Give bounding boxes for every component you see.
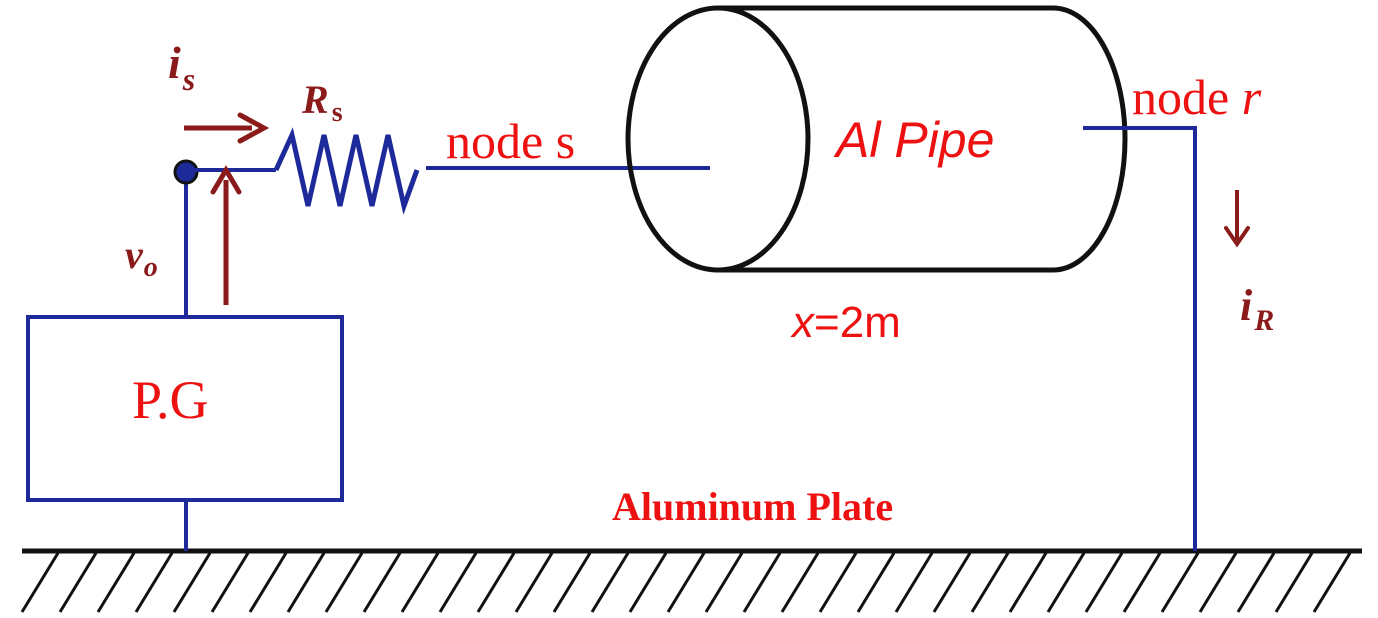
hatch-line xyxy=(628,552,668,613)
pipe-front-face xyxy=(625,5,811,273)
hatch-line xyxy=(1084,552,1124,613)
vo-arrow-head xyxy=(210,165,242,195)
label-node-r: node r xyxy=(1132,69,1262,125)
hatch-line xyxy=(514,552,554,613)
hatch-line xyxy=(438,552,478,613)
label-pipe: Al Pipe xyxy=(833,112,994,168)
resistor-rs xyxy=(273,127,420,215)
hatch-line xyxy=(286,552,326,613)
label-length: x=2m xyxy=(790,298,901,347)
hatch-line xyxy=(894,552,934,613)
is-arrow-head xyxy=(237,112,270,144)
hatch-line xyxy=(590,552,630,613)
hatch-line xyxy=(932,552,972,613)
hatch-line xyxy=(248,552,288,613)
label-ir: iR xyxy=(1240,281,1274,337)
label-aluminum-plate: Aluminum Plate xyxy=(612,484,893,529)
ir-arrow-head xyxy=(1224,226,1250,248)
hatch-line xyxy=(96,552,136,613)
label-node-s: node s xyxy=(446,113,575,169)
label-generator: P.G xyxy=(132,370,209,430)
hatch-line xyxy=(1008,552,1048,613)
hatch-line xyxy=(1198,552,1238,613)
hatch-line xyxy=(210,552,250,613)
hatch-line xyxy=(1046,552,1086,613)
hatch-line xyxy=(970,552,1010,613)
hatch-line xyxy=(704,552,744,613)
hatch-line xyxy=(818,552,858,613)
hatch-line xyxy=(1122,552,1162,613)
hatch-line xyxy=(58,552,98,613)
ground-hatching xyxy=(20,552,1352,613)
label-is: is xyxy=(168,37,195,97)
hatch-line xyxy=(1274,552,1314,613)
hatch-line xyxy=(856,552,896,613)
hatch-line xyxy=(324,552,364,613)
hatch-line xyxy=(742,552,782,613)
hatch-line xyxy=(666,552,706,613)
hatch-line xyxy=(400,552,440,613)
hatch-line xyxy=(172,552,212,613)
hatch-line xyxy=(552,552,592,613)
hatch-line xyxy=(476,552,516,613)
pipe-right-end xyxy=(1052,5,1128,273)
hatch-line xyxy=(780,552,820,613)
hatch-line xyxy=(1236,552,1276,613)
hatch-line xyxy=(20,552,60,613)
hatch-line xyxy=(1312,552,1352,613)
label-vo: vo xyxy=(125,232,158,283)
hatch-line xyxy=(1160,552,1200,613)
hatch-line xyxy=(362,552,402,613)
hatch-line xyxy=(134,552,174,613)
